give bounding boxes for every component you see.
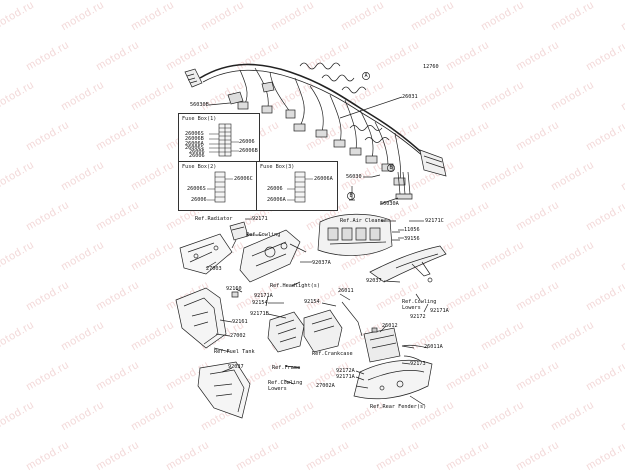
ref-cowling: Ref.Cowling bbox=[246, 232, 281, 238]
label-26012: 26012 bbox=[382, 323, 398, 329]
label-92171B: 92171B bbox=[250, 311, 269, 317]
lower-left-cover-drawing bbox=[197, 361, 251, 419]
fuse1-part-4: 26006S bbox=[185, 145, 204, 151]
circle-b-1: B bbox=[389, 165, 393, 171]
label-92037-a: 92037 bbox=[366, 278, 382, 284]
ref-radiator: Ref.Radiator bbox=[195, 216, 233, 222]
label-39156: 39156 bbox=[404, 236, 420, 242]
label-27003: 27003 bbox=[206, 266, 222, 272]
ref-frame: Ref.Frame bbox=[272, 365, 301, 371]
label-92154-a: 92154 bbox=[252, 300, 268, 306]
regulator-drawing bbox=[267, 311, 305, 353]
label-92172A: 92172A bbox=[336, 368, 355, 374]
fuse-box-3-title: Fuse Box(3) bbox=[260, 164, 295, 170]
ref-cowling-lowers-1: Ref.Cowling Lowers bbox=[402, 299, 437, 311]
fuse2-part-2: 26006S bbox=[187, 186, 206, 192]
fuse-box-2-title: Fuse Box(2) bbox=[182, 164, 217, 170]
label-27002A: 27002A bbox=[316, 383, 335, 389]
relay-box-drawing bbox=[303, 301, 363, 353]
label-92171A-3: 92171A bbox=[336, 374, 355, 380]
label-92160: 92160 bbox=[226, 286, 242, 292]
battery-drawing bbox=[363, 327, 401, 363]
label-27002: 27002 bbox=[230, 333, 246, 339]
diagram-code: 12760 bbox=[423, 64, 439, 70]
label-92154-b: 92154 bbox=[304, 299, 320, 305]
label-92171C: 92171C bbox=[425, 218, 444, 224]
air-cleaner-tray-drawing bbox=[317, 213, 400, 256]
fuse-box-2-panel: Fuse Box(2) 26006C 26006S 26006 bbox=[178, 161, 260, 211]
label-11056: 11056 bbox=[404, 227, 420, 233]
right-cowling-drawing bbox=[369, 245, 447, 283]
ref-cowling-lowers-2: Ref.Cowling Lowers bbox=[268, 380, 303, 392]
fuse2-part-1: 26006C bbox=[234, 176, 253, 182]
ref-air-cleaner: Ref.Air Cleaner bbox=[340, 218, 387, 224]
fuse1-part-1: 26006S bbox=[185, 131, 204, 137]
fuse1-part-6: 26006 bbox=[189, 153, 205, 159]
fuse1-part-8: 26006B bbox=[239, 148, 258, 154]
rear-fender-drawing bbox=[353, 359, 433, 400]
fuse2-part-3: 26006 bbox=[191, 197, 207, 203]
fuse1-part-7: 26006 bbox=[239, 139, 255, 145]
fuse3-part-1: 26006A bbox=[314, 176, 333, 182]
circle-a-1: A bbox=[364, 73, 368, 79]
ref-crankcase: Ref.Crankcase bbox=[312, 351, 353, 357]
label-92171A-2: 92171A bbox=[430, 308, 449, 314]
circle-b-2: B bbox=[349, 193, 353, 199]
label-92173: 92173 bbox=[410, 361, 426, 367]
fuse-box-3-panel: Fuse Box(3) 26006A 26006 26006A bbox=[256, 161, 338, 211]
fuse-box-1-panel: Fuse Box(1) 26006S 26006B 26006A 26006S … bbox=[178, 113, 260, 165]
fuse1-part-5: 26006 bbox=[189, 149, 205, 155]
label-26011: 26011 bbox=[338, 288, 354, 294]
label-92171: 92171 bbox=[252, 216, 268, 222]
fuse3-part-3: 26006A bbox=[267, 197, 286, 203]
label-56030B: 56030B bbox=[190, 102, 209, 108]
relay-drawing bbox=[229, 221, 249, 249]
label-92171A: 92171A bbox=[254, 293, 273, 299]
ref-fuel-tank: Ref.Fuel Tank bbox=[214, 349, 255, 355]
label-56030: 56030 bbox=[346, 174, 362, 180]
ref-rear-fender: Ref.Rear Fender(s) bbox=[370, 404, 427, 410]
label-92037-b: 92037 bbox=[228, 364, 244, 370]
label-26011A: 26011A bbox=[424, 344, 443, 350]
bracket-27003-drawing bbox=[179, 233, 233, 275]
label-92037A: 92037A bbox=[312, 260, 331, 266]
headlight-assembly-drawing bbox=[239, 229, 307, 283]
label-92172: 92172 bbox=[410, 314, 426, 320]
fuse-box-1-title: Fuse Box(1) bbox=[182, 116, 217, 122]
fuse3-part-2: 26006 bbox=[267, 186, 283, 192]
left-cover-drawing bbox=[175, 287, 227, 349]
label-56030A: 56030A bbox=[380, 201, 399, 207]
label-26031: 26031 bbox=[402, 94, 418, 100]
label-92161: 92161 bbox=[232, 319, 248, 325]
fuse1-part-3: 26006A bbox=[185, 141, 204, 147]
fuse1-part-2: 26006B bbox=[185, 136, 204, 142]
ref-headlight: Ref.Headlight(s) bbox=[270, 283, 320, 289]
